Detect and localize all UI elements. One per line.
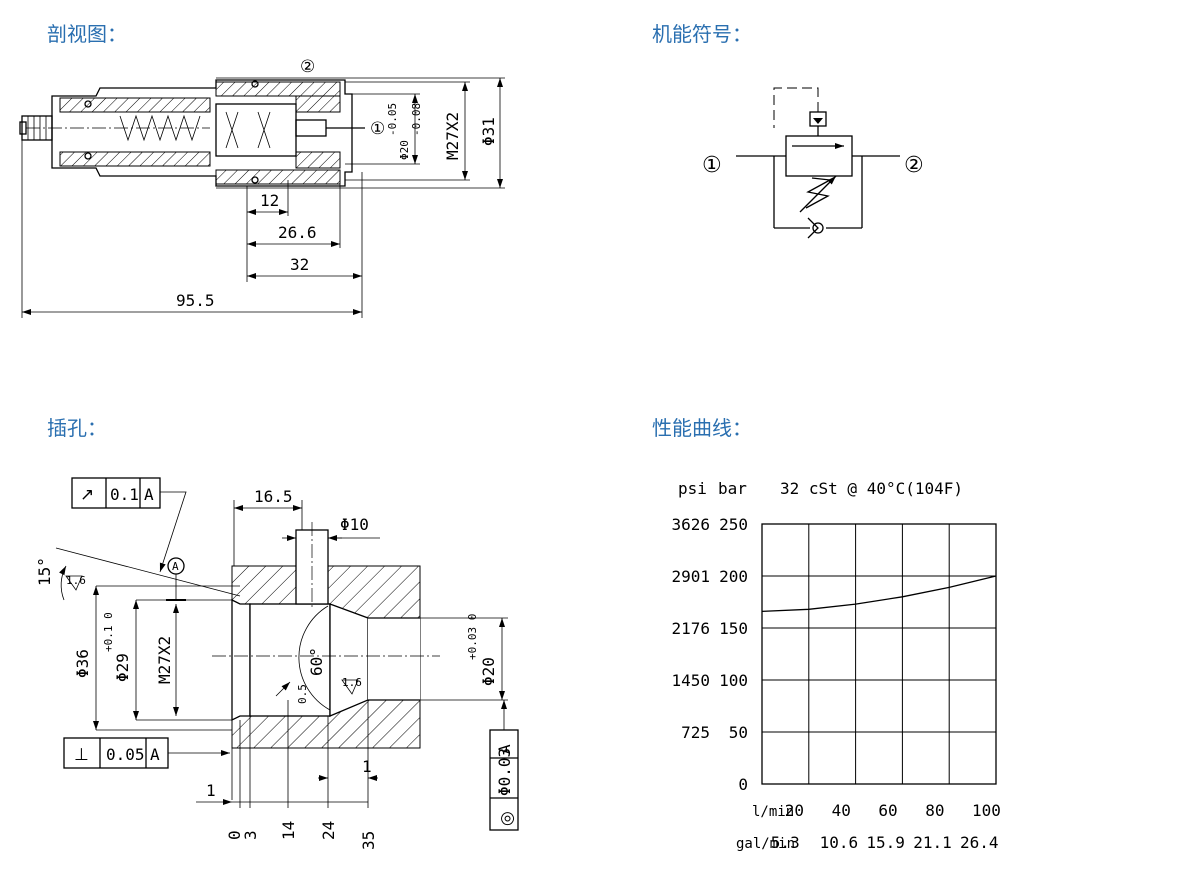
- chart-title: 32 cSt @ 40°C(104F): [780, 479, 963, 498]
- curve-heading: 性能曲线：: [652, 416, 752, 440]
- symbol-port-1: ①: [702, 153, 722, 178]
- fcf-runout-symbol: ↗: [80, 485, 94, 505]
- dim-1a-label: 1: [206, 781, 216, 800]
- plot-frame: [761, 523, 997, 785]
- fcf-perp-tol: 0.05: [106, 745, 145, 764]
- dim-95-5-label: 95.5: [176, 291, 215, 310]
- dim-29-label: Φ29: [113, 653, 132, 682]
- y-tick-psi-label: 2176: [671, 619, 710, 638]
- dim-10-label: Φ10: [340, 515, 369, 534]
- fcf-runout-tol: 0.1: [110, 485, 139, 504]
- pos-14-label: 14: [279, 821, 298, 840]
- cavity-heading: 插孔：: [47, 416, 107, 440]
- cavity-drawing: [212, 522, 440, 800]
- port-2-label: ②: [300, 57, 315, 77]
- x-unit-lmin: l/min: [752, 804, 794, 820]
- dim-26-6-label: 26.6: [278, 223, 317, 242]
- y-tick-bar-label: 200: [719, 567, 748, 586]
- dim-thread-label: M27X2: [443, 112, 462, 160]
- dim-16-5-label: 16.5: [254, 487, 293, 506]
- x-unit-gal: gal/min: [736, 836, 795, 852]
- fcf-concentric-symbol: ◎: [497, 811, 517, 826]
- pos-0-label: 0: [225, 830, 244, 840]
- dim-36-label: Φ36: [73, 649, 92, 678]
- pos-35-label: 35: [359, 831, 378, 850]
- datum-a-label: A: [172, 560, 179, 573]
- x-tick-lmin-label: 40: [832, 801, 851, 820]
- roughness-2-label: 1.6: [342, 676, 362, 689]
- x-tick-gal-label: 21.1: [913, 833, 952, 852]
- dim-12-label: 12: [260, 191, 279, 210]
- fcf-concentric-tol: Φ0.03: [495, 748, 514, 796]
- chamfer-label: 0.5: [296, 684, 309, 704]
- fcf-concentric-ref: A: [495, 744, 514, 754]
- section-view-drawing: [19, 79, 365, 187]
- y-tick-psi-label: 725: [681, 723, 710, 742]
- cavity-thread-label: M27X2: [155, 636, 174, 684]
- x-tick-lmin-label: 100: [972, 801, 1001, 820]
- dim-20-cavity-label: Φ20: [479, 657, 498, 686]
- y-tick-psi-label: 1450: [671, 671, 710, 690]
- dim-29-tol: +0.1 0: [102, 612, 115, 652]
- y-tick-bar-label: 50: [729, 723, 748, 742]
- symbol-heading: 机能符号：: [652, 22, 752, 46]
- port-1-label: ①: [370, 119, 385, 139]
- x-tick-lmin-label: 20: [785, 801, 804, 820]
- dim-31-label: Φ31: [479, 117, 498, 146]
- x-tick-gal-label: 10.6: [820, 833, 859, 852]
- performance-chart: psi bar 32 cSt @ 40°C(104F) l/min gal/mi…: [671, 479, 1000, 852]
- x-tick-gal-label: 15.9: [866, 833, 905, 852]
- fcf-runout-frame: [71, 477, 161, 509]
- x-tick-lmin-label: 80: [925, 801, 944, 820]
- y-unit-psi: psi: [678, 479, 707, 498]
- y-tick-bar-label: 0: [738, 775, 748, 794]
- roughness-1-label: 1.6: [66, 574, 86, 587]
- dim-20-cavity-tol: +0.03 0: [466, 614, 479, 660]
- dim-20-tol-lower: -0.08: [410, 103, 423, 136]
- y-unit-bar: bar: [718, 479, 747, 498]
- section-view-heading: 剖视图：: [47, 22, 127, 46]
- x-tick-gal-label: 5.3: [771, 833, 800, 852]
- hydraulic-symbol: ① ②: [702, 87, 924, 239]
- section-view-dims: ② ① Φ20 -0.05 -0.08 M27X2 Φ31 12 26.6 32…: [21, 57, 505, 318]
- fcf-runout-ref: A: [144, 485, 154, 504]
- dim-20-tol-upper: -0.05: [386, 103, 399, 136]
- angle-15-label: 15°: [35, 557, 54, 586]
- pos-24-label: 24: [319, 821, 338, 840]
- y-tick-psi-label: 3626: [671, 515, 710, 534]
- dim-1b-label: 1: [362, 757, 372, 776]
- pos-3-label: 3: [241, 830, 260, 840]
- y-tick-bar-label: 150: [719, 619, 748, 638]
- fcf-perp-symbol: ⊥: [74, 745, 89, 765]
- x-tick-gal-label: 26.4: [960, 833, 999, 852]
- x-tick-lmin-label: 60: [878, 801, 897, 820]
- y-tick-bar-label: 100: [719, 671, 748, 690]
- dim-20-label: Φ20: [398, 140, 411, 160]
- y-tick-psi-label: 2901: [671, 567, 710, 586]
- dim-32-label: 32: [290, 255, 309, 274]
- angle-60-label: 60°: [307, 647, 326, 676]
- y-tick-bar-label: 250: [719, 515, 748, 534]
- symbol-port-2: ②: [904, 153, 924, 178]
- cavity-dims: ↗ 0.1 A A 15° 1.6 Φ36 Φ29 +0.1 0 M27X2 1…: [35, 477, 519, 850]
- pressure-curve: [761, 575, 997, 613]
- fcf-perp-ref: A: [150, 745, 160, 764]
